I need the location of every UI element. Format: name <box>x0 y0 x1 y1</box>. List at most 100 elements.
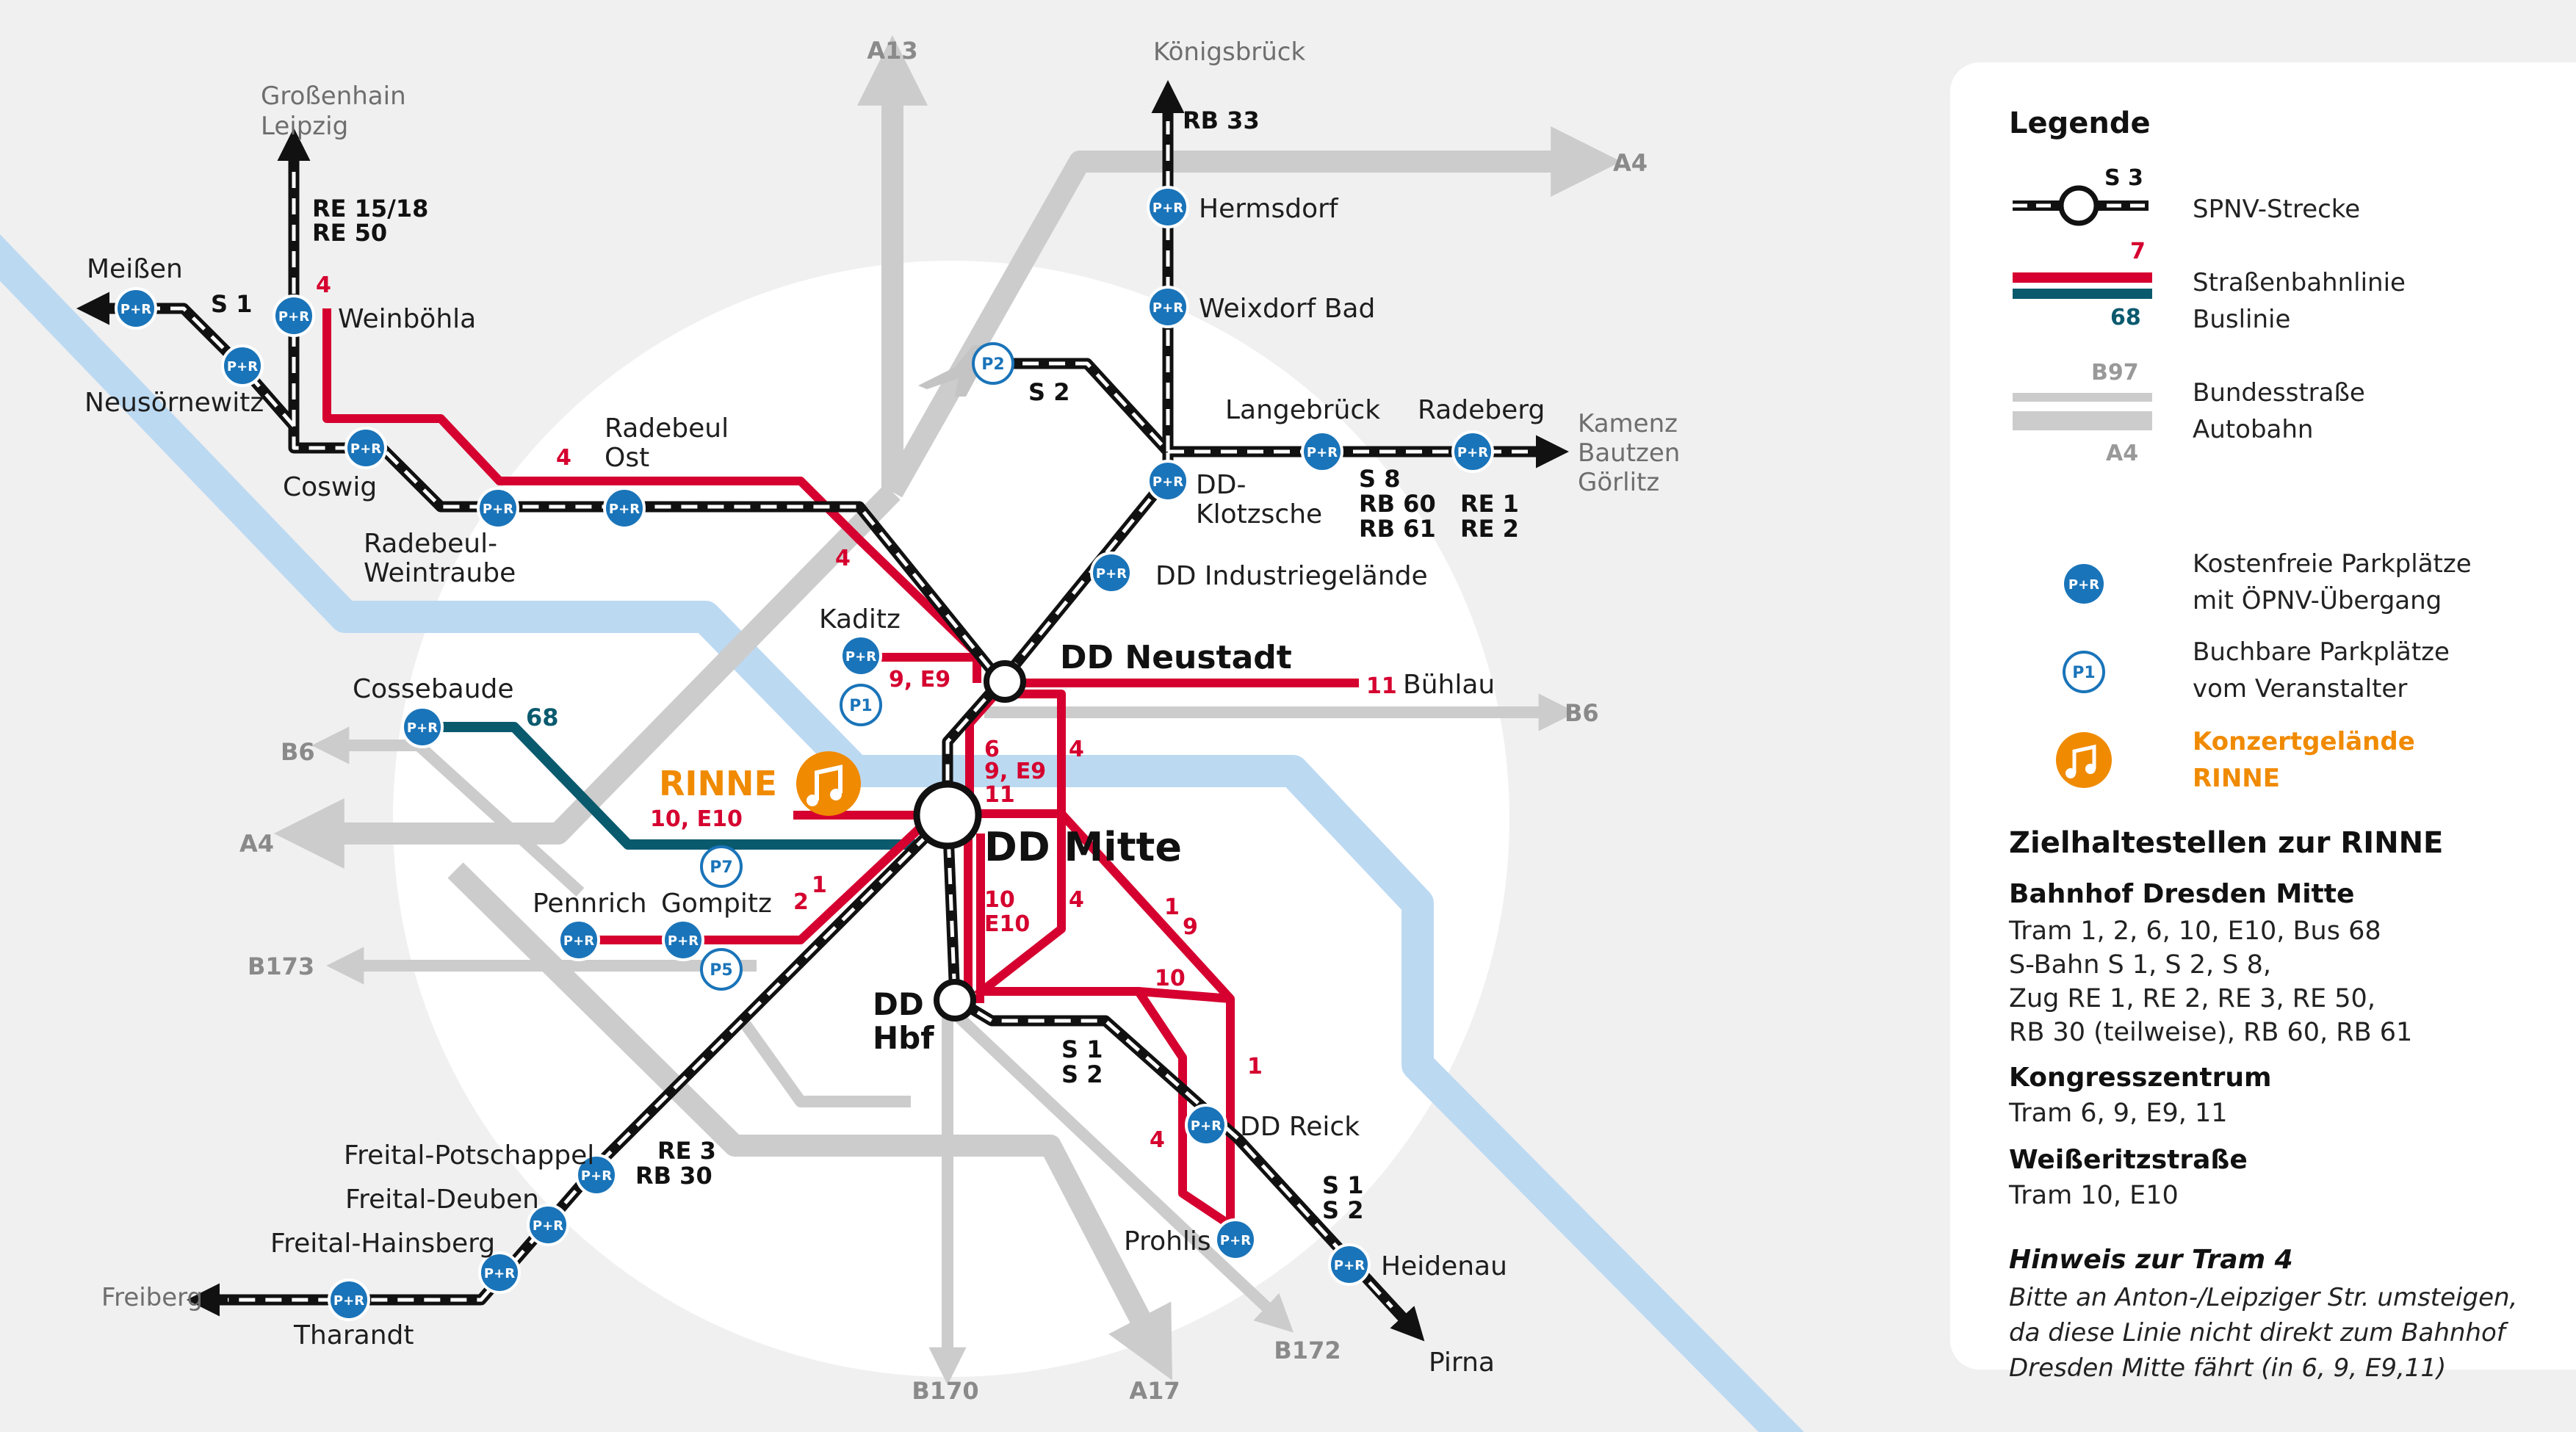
svg-text:DD-: DD- <box>1196 470 1246 500</box>
pr-badge-meissen[interactable]: P+R <box>115 287 157 330</box>
svg-text:S 1: S 1 <box>1061 1035 1103 1063</box>
legend-kongress-heading: Kongresszentrum <box>2009 1063 2272 1093</box>
pr-badge-tharandt[interactable]: P+R <box>328 1279 370 1321</box>
pr-badge-heidenau[interactable]: P+R <box>1328 1243 1371 1286</box>
svg-text:RE 3: RE 3 <box>657 1137 716 1165</box>
legend-pr-text-1: Kostenfreie Parkplätze <box>2193 549 2472 579</box>
pr-badge-gompitz[interactable]: P+R <box>662 919 704 961</box>
svg-text:Weixdorf Bad: Weixdorf Bad <box>1199 294 1375 324</box>
svg-text:P+R: P+R <box>1152 200 1183 216</box>
road-a4-northeast <box>882 126 1622 498</box>
road-label-a13: A13 <box>867 37 917 65</box>
svg-text:Klotzsche: Klotzsche <box>1196 499 1322 529</box>
river-elbe <box>0 234 1804 1432</box>
pr-badge-langebrueck[interactable]: P+R <box>1301 430 1343 473</box>
legend-mitte-heading: Bahnhof Dresden Mitte <box>2009 879 2355 909</box>
svg-text:Gompitz: Gompitz <box>661 889 772 919</box>
p2-badge[interactable]: P2 <box>972 342 1014 385</box>
pr-badge-hermsdorf[interactable]: P+R <box>1147 186 1189 228</box>
svg-text:Radebeul: Radebeul <box>605 413 729 444</box>
pr-badge-potschappel[interactable]: P+R <box>575 1154 618 1196</box>
svg-text:DD Mitte: DD Mitte <box>984 824 1182 870</box>
legend-p1-text-2: vom Veranstalter <box>2193 674 2408 704</box>
rail-line-labels: RE 15/18 RE 50 S 1 RB 33 S 2 S 8 RB 60 R… <box>211 106 1519 1224</box>
svg-text:9, E9: 9, E9 <box>889 667 950 693</box>
legend-venue-text-2: RINNE <box>2193 764 2280 793</box>
svg-text:P+R: P+R <box>350 441 381 457</box>
svg-text:4: 4 <box>1069 737 1084 762</box>
pr-badge-radeberg[interactable]: P+R <box>1451 430 1494 473</box>
svg-text:Weintraube: Weintraube <box>364 558 516 588</box>
station-mitte[interactable] <box>913 781 982 850</box>
legend-road-a: A4 <box>2106 441 2139 466</box>
svg-text:1: 1 <box>812 872 827 898</box>
road-b172 <box>950 1009 1294 1333</box>
legend-title: Legende <box>2009 106 2151 140</box>
svg-text:RE 1: RE 1 <box>1460 490 1519 518</box>
svg-text:P+R: P+R <box>333 1293 364 1309</box>
svg-text:Coswig: Coswig <box>283 472 377 502</box>
legend-tram-text: Straßenbahnlinie <box>2193 268 2406 297</box>
svg-text:DD Industriegelände: DD Industriegelände <box>1155 561 1428 591</box>
venue-rinne-icon[interactable] <box>796 751 861 816</box>
svg-text:RE 50: RE 50 <box>312 219 387 247</box>
pr-badge-weixdorf[interactable]: P+R <box>1147 286 1189 328</box>
pr-badge-weintraube[interactable]: P+R <box>477 487 519 529</box>
legend-mitte-text: Tram 1, 2, 6, 10, E10, Bus 68 S-Bahn S 1… <box>2009 916 2413 1047</box>
svg-text:Tharandt: Tharandt <box>293 1320 414 1350</box>
svg-text:Bautzen: Bautzen <box>1578 438 1680 468</box>
svg-text:RB 60: RB 60 <box>1359 490 1436 518</box>
tram-10-south <box>976 833 1230 1226</box>
svg-text:6: 6 <box>984 737 1000 762</box>
legend-note-heading: Hinweis zur Tram 4 <box>2009 1245 2293 1275</box>
p1-badge[interactable]: P1 <box>840 684 882 726</box>
road-label-b173: B173 <box>248 952 314 980</box>
road-label-b170: B170 <box>912 1377 978 1405</box>
svg-text:P+R: P+R <box>227 359 258 375</box>
svg-text:S 2: S 2 <box>1028 378 1069 406</box>
station-hbf[interactable] <box>934 979 976 1021</box>
svg-text:P+R: P+R <box>120 302 151 317</box>
pr-badge-coswig[interactable]: P+R <box>344 427 387 469</box>
p7-badge[interactable]: P7 <box>700 845 743 888</box>
svg-text:Leipzig: Leipzig <box>261 112 348 141</box>
svg-text:RB 61: RB 61 <box>1359 515 1436 543</box>
bus-line-68 <box>422 722 918 850</box>
svg-text:P2: P2 <box>981 355 1004 374</box>
svg-text:11: 11 <box>1366 673 1397 699</box>
pr-badge-radebeul-ost[interactable]: P+R <box>603 487 646 529</box>
svg-text:Radeberg: Radeberg <box>1418 395 1545 425</box>
pr-badge-prohlis[interactable]: P+R <box>1214 1218 1257 1261</box>
pr-badge-deuben[interactable]: P+R <box>527 1204 569 1246</box>
pr-badge-cossebaude[interactable]: P+R <box>401 706 444 748</box>
svg-text:Königsbrück: Königsbrück <box>1153 37 1305 67</box>
pr-badge-klotzsche[interactable]: P+R <box>1147 460 1189 502</box>
legend-road-a-text: Autobahn <box>2193 415 2314 444</box>
pr-badge-neusoernewitz[interactable]: P+R <box>221 344 264 387</box>
pr-badge-hainsberg[interactable]: P+R <box>478 1251 521 1294</box>
pr-badge-industriegelaende[interactable]: P+R <box>1090 552 1133 594</box>
station-neustadt[interactable] <box>984 660 1026 703</box>
legend-tram-sample: 7 <box>2130 239 2146 264</box>
pr-badge-pennrich[interactable]: P+R <box>558 919 600 961</box>
svg-text:P+R: P+R <box>1096 566 1127 582</box>
pr-badge-kaditz[interactable]: P+R <box>840 634 882 677</box>
svg-text:4: 4 <box>1069 887 1084 913</box>
road-label-a4-ne: A4 <box>1613 149 1648 177</box>
svg-text:9: 9 <box>1183 914 1198 940</box>
pr-badges: P+R P+R P+R P+R P+R P+R P+R P+R P+R P+R … <box>115 186 1494 1321</box>
svg-text:P+R: P+R <box>1152 474 1183 490</box>
svg-text:DD Reick: DD Reick <box>1240 1112 1360 1142</box>
svg-text:Freiberg: Freiberg <box>101 1283 203 1312</box>
svg-text:Kaditz: Kaditz <box>819 604 901 634</box>
pr-badge-weinboehla[interactable]: P+R <box>273 294 315 337</box>
p5-badge[interactable]: P5 <box>700 948 743 991</box>
pr-badge-reick[interactable]: P+R <box>1185 1104 1227 1146</box>
svg-text:Pirna: Pirna <box>1429 1348 1495 1378</box>
svg-text:P1: P1 <box>2072 664 2095 682</box>
airplane-icon <box>918 345 1003 397</box>
road-a4-west <box>331 484 901 845</box>
svg-text:11: 11 <box>984 782 1015 808</box>
svg-text:9, E9: 9, E9 <box>984 759 1046 784</box>
